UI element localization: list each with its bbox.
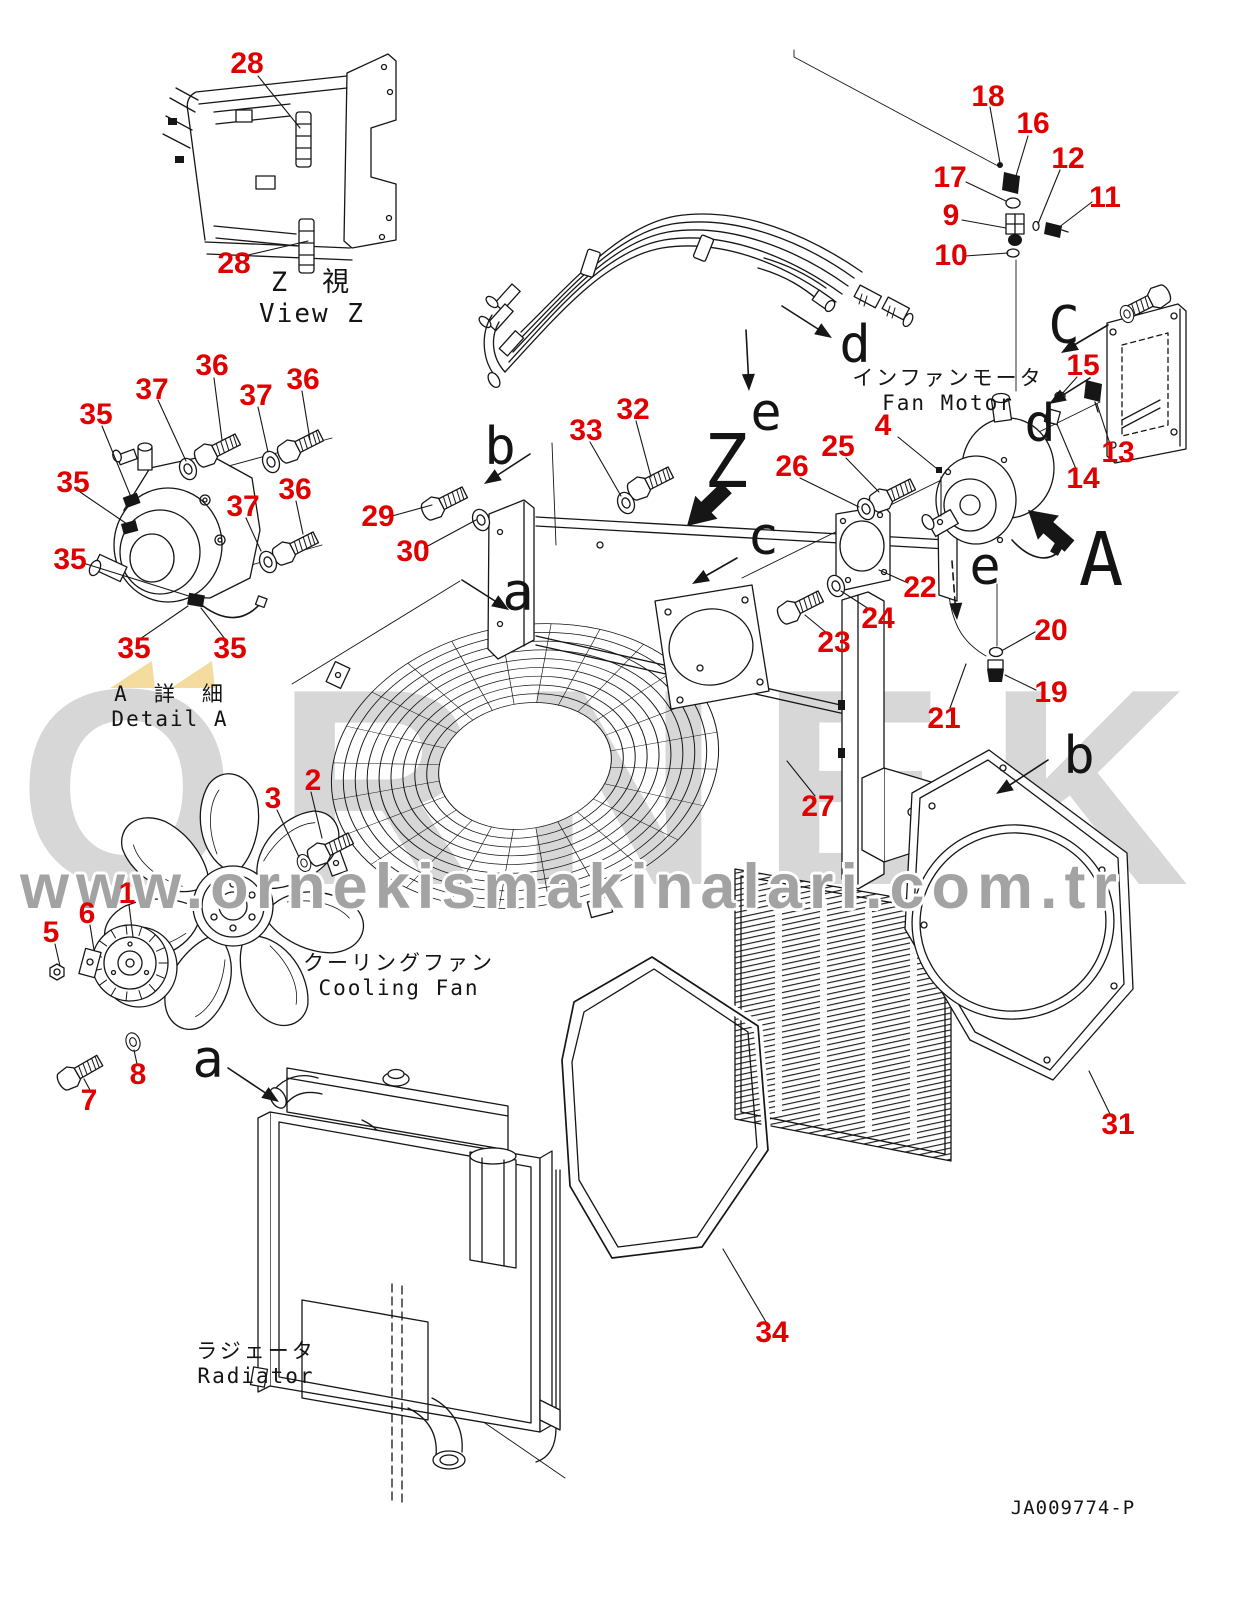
part-callout-14: 14 <box>1066 462 1100 495</box>
part-callout-26: 26 <box>775 450 809 483</box>
part-callout-16: 16 <box>1016 107 1050 140</box>
part-callout-9: 9 <box>942 199 960 232</box>
part-callout-23: 23 <box>817 626 851 659</box>
view-letter-e: e <box>969 537 1001 597</box>
part-callout-7: 7 <box>80 1084 98 1117</box>
part-callout-37: 37 <box>135 373 169 406</box>
part-callout-37: 37 <box>226 490 260 523</box>
drawing-number: JA009774-P <box>1010 1497 1136 1519</box>
view-letter-Z: Z <box>703 419 749 505</box>
view-letter-a: a <box>502 563 534 623</box>
part-callout-20: 20 <box>1034 614 1068 647</box>
part-callout-12: 12 <box>1051 142 1085 175</box>
part-callout-35: 35 <box>213 632 247 665</box>
part-callout-30: 30 <box>396 535 430 568</box>
part-callout-17: 17 <box>933 161 967 194</box>
part-callout-4: 4 <box>874 409 892 442</box>
part-callout-28: 28 <box>230 47 264 80</box>
part-callout-22: 22 <box>903 571 937 604</box>
part-callout-1: 1 <box>118 877 136 910</box>
part-callout-32: 32 <box>616 393 650 426</box>
part-callout-37: 37 <box>239 379 273 412</box>
view-letter-b: b <box>484 417 516 477</box>
part-callout-36: 36 <box>278 473 312 506</box>
part-callout-18: 18 <box>971 80 1005 113</box>
part-callout-27: 27 <box>801 790 835 823</box>
part-callout-28: 28 <box>217 247 251 280</box>
view-letter-C: C <box>1048 296 1080 356</box>
part-callout-33: 33 <box>569 414 603 447</box>
part-callout-13: 13 <box>1101 436 1135 469</box>
view-letter-d: d <box>839 315 871 375</box>
part-callout-34: 34 <box>755 1316 789 1349</box>
part-callout-6: 6 <box>78 897 96 930</box>
view-letter-c: c <box>747 507 779 567</box>
part-callout-8: 8 <box>129 1058 147 1091</box>
part-callout-11: 11 <box>1089 181 1121 214</box>
view-letter-d: d <box>1024 394 1056 454</box>
part-callout-21: 21 <box>927 702 961 735</box>
part-callout-36: 36 <box>286 363 320 396</box>
part-callout-35: 35 <box>117 632 151 665</box>
part-callout-19: 19 <box>1034 676 1068 709</box>
part-callout-29: 29 <box>361 500 395 533</box>
part-callout-25: 25 <box>821 430 855 463</box>
part-callout-35: 35 <box>79 398 113 431</box>
view-letter-A: A <box>1078 517 1124 603</box>
part-callout-3: 3 <box>264 782 282 815</box>
part-callout-31: 31 <box>1101 1108 1135 1141</box>
view-letter-b: b <box>1063 726 1095 786</box>
view-letter-a: a <box>192 1030 224 1090</box>
part-callout-36: 36 <box>195 349 229 382</box>
part-callout-35: 35 <box>56 466 90 499</box>
part-callout-2: 2 <box>304 764 322 797</box>
part-callout-35: 35 <box>53 543 87 576</box>
part-callout-24: 24 <box>861 602 895 635</box>
part-callout-5: 5 <box>42 916 60 949</box>
part-callout-10: 10 <box>934 239 968 272</box>
view-letter-e: e <box>750 383 782 443</box>
